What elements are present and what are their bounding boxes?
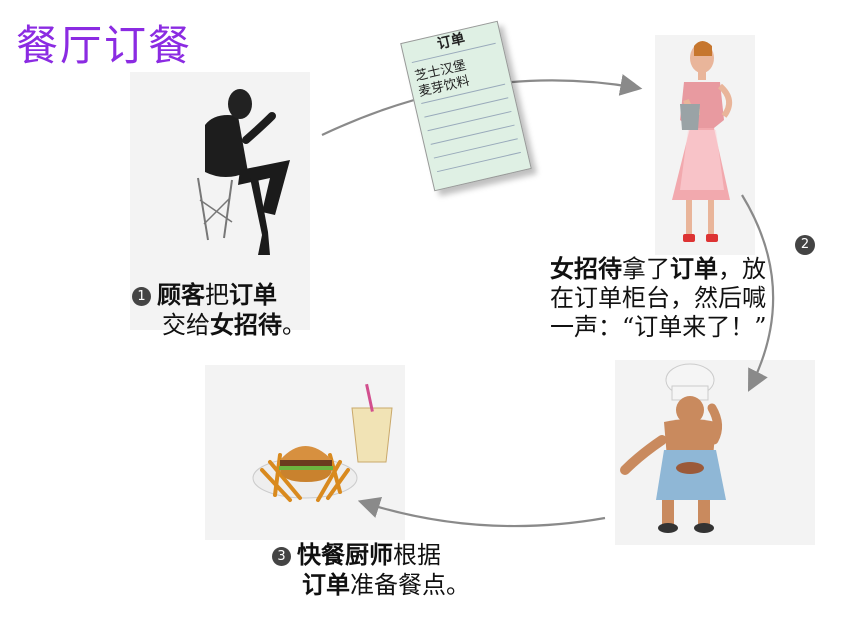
step-number-badge: 1 [132,287,151,306]
step-bold-text: 女招待 [550,254,622,283]
step-bold-text: 订单 [670,254,718,283]
step-text: 准备餐点。 [350,571,470,599]
chef-illustration [620,363,726,533]
step-text: 把 [205,281,229,309]
step-text: 。 [282,311,306,339]
step-number-badge: 3 [272,547,291,566]
customer-illustration [197,89,290,255]
customer-photo-area [130,72,310,330]
step-2-text: 女招待拿了订单，放在订单柜台，然后喊一声：“订单来了！” [550,254,772,342]
step-number-badge: 2 [795,235,815,255]
arrow-waitress-to-chef [741,194,775,392]
step-1-text: 1 顾客把订单 交给女招待。 [132,280,332,340]
step-text: 根据 [393,541,441,569]
step-bold-text: 订单 [302,570,350,599]
step-bold-text: 顾客 [157,280,205,309]
step-bold-text: 女招待 [210,310,282,339]
food-illustration [252,383,393,502]
step-bold-text: 快餐厨师 [297,540,393,569]
step-text: 拿了 [622,255,670,283]
page-title: 餐厅订餐 [16,21,193,70]
waitress-illustration [672,41,733,242]
step-text: 交给 [162,311,210,339]
step-bold-text: 订单 [229,280,277,309]
arrow-chef-to-food [357,496,606,528]
step-text: ，放在订单柜台，然后喊一声：“订单来了！” [550,255,767,341]
step-3-text: 3 快餐厨师根据 订单准备餐点。 [272,540,492,600]
